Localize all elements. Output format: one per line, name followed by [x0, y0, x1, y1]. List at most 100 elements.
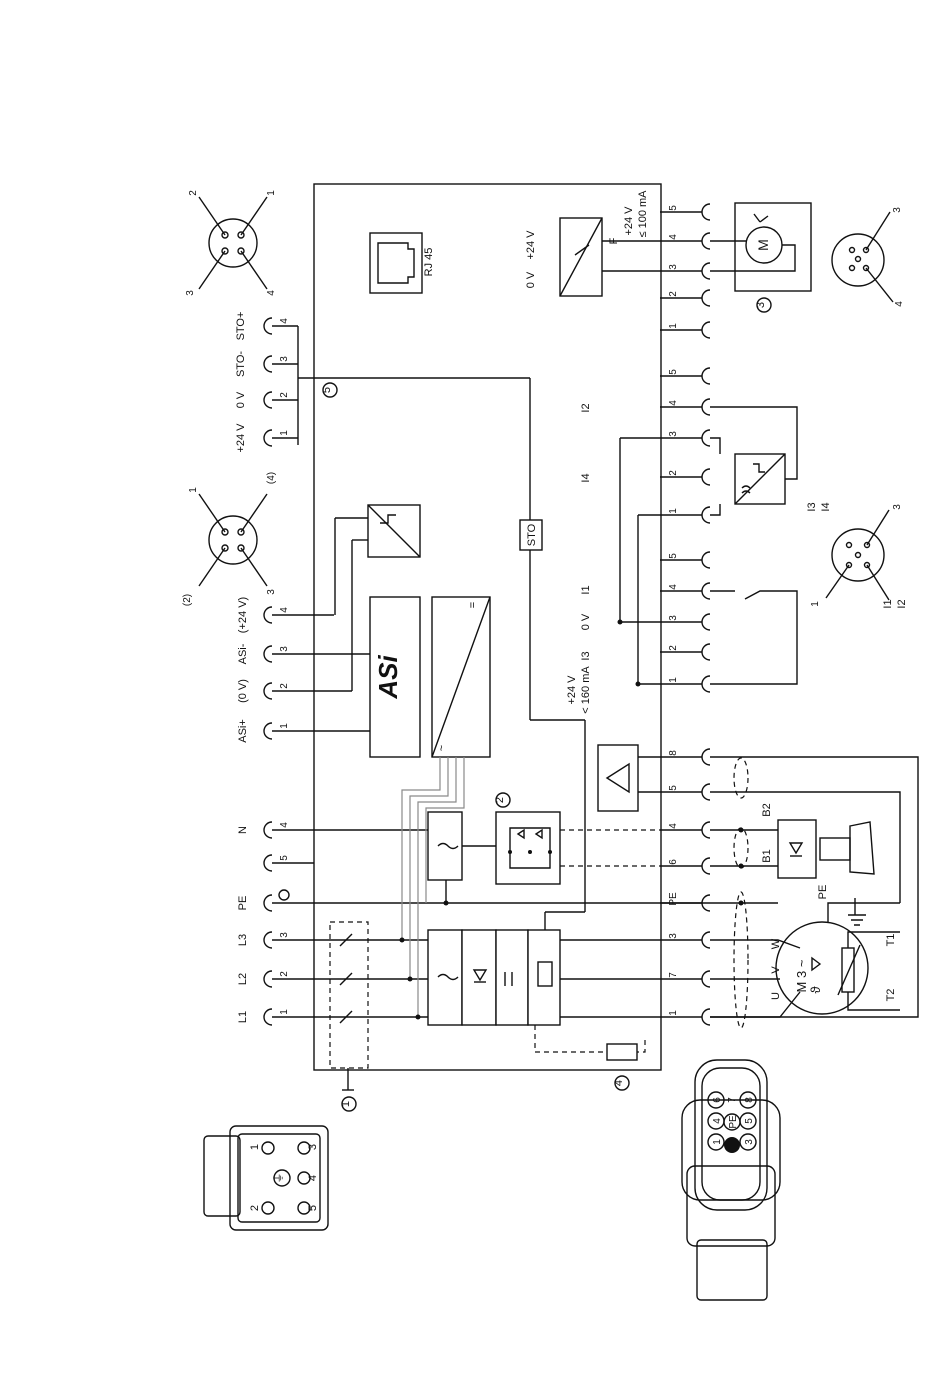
ac-symbol: ~: [436, 745, 448, 751]
pin-label: 3: [892, 504, 903, 510]
motor-v: V: [770, 966, 782, 974]
terminal-hook: [701, 398, 711, 416]
brake-b1: B1: [761, 849, 773, 862]
input-label: I1: [580, 585, 592, 594]
terminal-pin-number: 4: [668, 823, 679, 829]
terminal-hook: [701, 931, 711, 949]
terminal-hook: [701, 367, 711, 385]
pin-label: I2: [896, 599, 908, 608]
terminal-hook: [701, 675, 711, 693]
pin-number: 1: [279, 1009, 290, 1015]
terminal-asi-plus: ASi+ 1: [237, 719, 370, 743]
sto-label: STO: [526, 523, 538, 546]
fan-supply-block: 0 V +24 V F +24 V ≤ 100 mA: [525, 190, 660, 297]
theta-label: ϑ: [808, 986, 823, 994]
pin-number: 4: [279, 607, 290, 613]
callout-3: 3: [755, 302, 767, 308]
pin-number: 3: [279, 646, 290, 652]
pin-label: 1: [810, 601, 821, 607]
signal-label: N: [237, 826, 249, 834]
fan-supply-0v: 0 V: [525, 271, 537, 288]
signal-label: +24 V: [235, 423, 247, 453]
terminal-hook: [701, 582, 711, 600]
signal-label: STO-: [235, 351, 247, 377]
terminal-sto-0v: 0 V 2: [235, 391, 298, 409]
sensor-upper-wiring: I2 I4: [580, 403, 798, 516]
sto-block: STO: [519, 519, 586, 930]
terminal-sto-plus: STO+ 4: [235, 312, 298, 341]
callout-4: 4: [613, 1080, 625, 1086]
terminal-hook: [701, 783, 711, 801]
signal-label: STO+: [235, 312, 247, 341]
terminal-asi-0v: (0 V) 2: [237, 679, 352, 703]
pin-number: 1: [279, 723, 290, 729]
terminal-asi-minus: ASi- 3: [237, 643, 370, 664]
terminal-sto-minus: STO- 3: [235, 351, 298, 377]
pin-label: 1: [188, 487, 199, 493]
device-enclosure: [313, 183, 662, 1071]
pin-number: 2: [279, 392, 290, 398]
warning-block: [597, 744, 660, 812]
rj45-label: RJ 45: [423, 248, 435, 277]
terminal-pe: PE: [237, 889, 660, 912]
supply-voltage: +24 V: [566, 675, 578, 705]
terminal-hook: [701, 1008, 711, 1026]
terminal-pin-number: 7: [668, 972, 679, 978]
terminal-pin-number: 2: [668, 470, 679, 476]
pin-label: 7: [727, 1097, 738, 1103]
callout-5: 5: [321, 387, 333, 393]
pin-number: 4: [279, 318, 290, 324]
brake-coil: [777, 819, 817, 879]
fan-supply-24v: +24 V: [525, 230, 537, 260]
terminal-pin-number: 3: [668, 431, 679, 437]
terminal-l1: L1 1: [237, 1008, 428, 1026]
terminal-hook: [701, 613, 711, 631]
pin-label: PE: [728, 1115, 739, 1129]
fan-connector-diagram: 3 4: [831, 207, 905, 307]
rj45-port: RJ 45: [369, 232, 435, 294]
signal-label: ASi-: [237, 643, 249, 664]
terminal-pin-number: 3: [668, 264, 679, 270]
ground-symbol-icon: [278, 889, 290, 901]
pin-label: (2): [182, 594, 193, 606]
pin-label: 3: [266, 589, 277, 595]
pin-label: 4: [894, 301, 905, 307]
terminal-hook: [701, 506, 711, 524]
terminal-pin-number: 5: [668, 205, 679, 211]
signal-label: (0 V): [237, 679, 249, 703]
input-label: I4: [580, 473, 592, 482]
terminal-pin-number: 5: [668, 553, 679, 559]
terminal-hook: [701, 970, 711, 988]
pin-label: 3: [307, 1144, 319, 1150]
terminal-sto-24v: +24 V 1: [235, 423, 298, 453]
pin-label: 3: [744, 1139, 755, 1145]
terminal-l3: L3 3: [237, 931, 428, 949]
pin-label: I4: [820, 502, 832, 511]
pin-label: 3: [892, 207, 903, 213]
terminal-pin-number: 5: [668, 369, 679, 375]
fan-motor: M 3: [710, 202, 812, 313]
pin-number: 2: [279, 971, 290, 977]
emc-filter-block: [427, 811, 496, 881]
callout-circle: [614, 1075, 630, 1091]
motor-u: U: [770, 992, 782, 1000]
pin-label: 5: [307, 1205, 319, 1211]
callout-circle: [322, 382, 338, 398]
sensor-upper-connector-diagram: I3 I4 3 1 I1 I2: [806, 502, 908, 608]
motor-label: M 3 ~: [794, 959, 809, 992]
pin-label: 8: [744, 1097, 755, 1103]
input-label: I2: [580, 403, 592, 412]
terminal-pin-number: 5: [668, 785, 679, 791]
signal-label: L1: [237, 1011, 249, 1023]
signal-label: PE: [237, 896, 249, 911]
pin-number: 1: [279, 430, 290, 436]
terminal-hook: [701, 821, 711, 839]
power-supply-block: = ~: [401, 596, 491, 1017]
terminal-pin-number: 4: [668, 584, 679, 590]
pin-label: 6: [712, 1097, 723, 1103]
motor-w: W: [770, 938, 782, 949]
